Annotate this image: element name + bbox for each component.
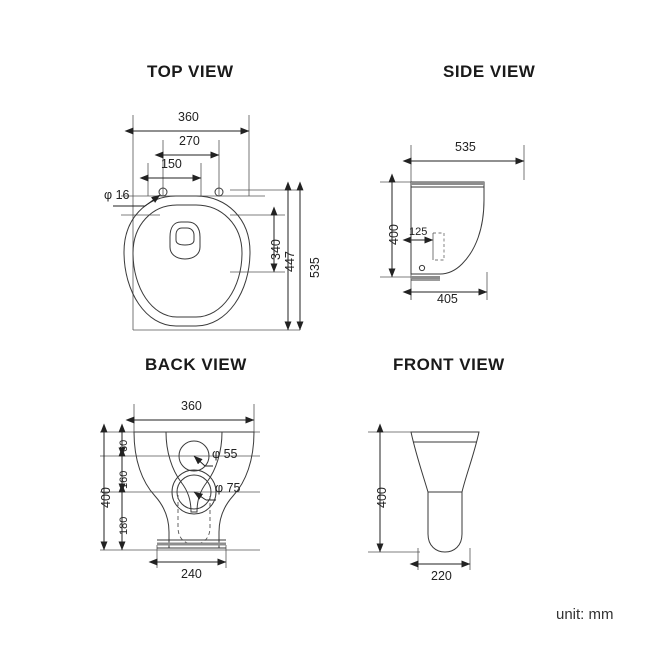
side-view-base-band (411, 273, 440, 281)
back-view-inlet-circle (178, 440, 210, 472)
top-view-bolt-hole-right (214, 187, 224, 197)
side-view-dim-405: 405 (437, 292, 458, 306)
back-view-dim-360: 360 (181, 399, 202, 413)
top-view-dim-150: 150 (161, 157, 182, 171)
back-view-dim-phi55: φ 55 (212, 447, 238, 461)
side-view-dim-125: 125 (409, 226, 428, 238)
unit-label: unit: mm (556, 606, 614, 623)
front-view-rim-outline (410, 431, 480, 493)
back-view-phi75-leader (193, 491, 216, 501)
back-view-phi55-leader (193, 455, 213, 467)
back-view-dim-60: 60 (118, 439, 130, 452)
side-view-outlet-detail-box (433, 232, 445, 261)
side-view-bolt-hole (418, 264, 426, 272)
front-view-dim-400: 400 (375, 487, 389, 508)
back-view-title: BACK VIEW (145, 355, 247, 374)
back-view-inner-contour (165, 431, 223, 513)
back-view-dim-180: 180 (118, 516, 130, 535)
front-view-dim-220: 220 (431, 569, 452, 583)
top-view-group (113, 115, 304, 331)
top-view-phi16-leader (113, 194, 161, 207)
back-view-dim-lines (100, 416, 255, 566)
side-view-dim-535: 535 (455, 140, 476, 154)
side-view-body-outline (410, 181, 485, 275)
top-view-extension-lines (121, 115, 300, 331)
back-view-outlet-circle-outer (171, 469, 217, 515)
back-view-dim-400: 400 (99, 487, 113, 508)
side-view-dim-lines (388, 157, 525, 296)
top-view-dim-340: 340 (269, 239, 283, 260)
side-view-rim (411, 182, 484, 188)
front-view-group (368, 423, 480, 570)
top-view-bolt-hole-left (158, 187, 168, 197)
back-view-dim-240: 240 (181, 567, 202, 581)
top-view-dim-270: 270 (179, 134, 200, 148)
top-view-title: TOP VIEW (147, 62, 234, 81)
top-view-dim-phi16: φ 16 (104, 188, 130, 202)
side-view-group (380, 145, 525, 300)
top-view-dim-447: 447 (283, 251, 297, 272)
side-view-title: SIDE VIEW (443, 62, 536, 81)
top-view-flush-opening (169, 221, 201, 260)
back-view-base-band (157, 539, 226, 549)
top-view-dim-360: 360 (178, 110, 199, 124)
side-view-extension-lines (380, 145, 525, 300)
front-view-dim-lines (376, 423, 471, 568)
top-view-dim-535: 535 (308, 257, 322, 278)
back-view-dim-160: 160 (118, 470, 130, 489)
back-view-outlet-circle-inner (176, 474, 212, 510)
top-view-bowl-outline (123, 195, 251, 327)
back-view-hidden-trap (177, 495, 211, 545)
front-view-pedestal-outline (427, 492, 463, 553)
front-view-title: FRONT VIEW (393, 355, 505, 374)
top-view-vertical-dims (270, 181, 304, 331)
side-view-dim-400: 400 (387, 224, 401, 245)
back-view-group (100, 404, 260, 568)
back-view-dim-phi75: φ 75 (215, 481, 241, 495)
top-view-horizontal-dims (124, 127, 250, 182)
